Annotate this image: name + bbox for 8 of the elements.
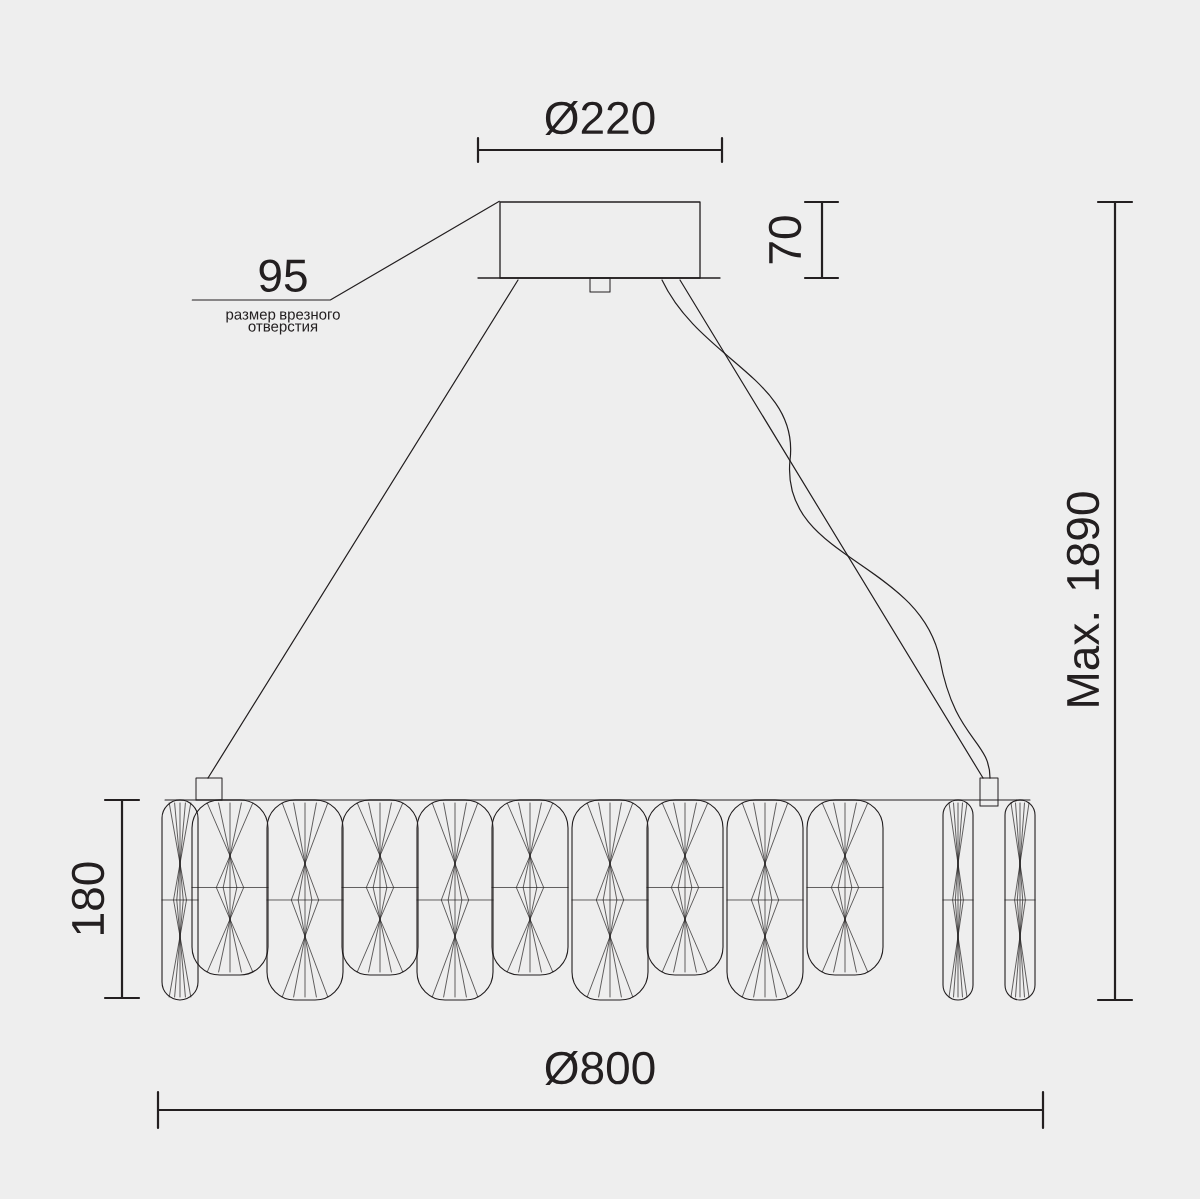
dimension-label: Ø800 bbox=[545, 1050, 655, 1086]
dimension-label: 180 bbox=[71, 862, 105, 934]
dimension-label: Ø220 bbox=[545, 100, 655, 136]
leader-line bbox=[191, 200, 500, 301]
dimension-label: 70 bbox=[768, 216, 802, 264]
dimension-label: Max. 1890 bbox=[1066, 492, 1100, 706]
canopy-box bbox=[499, 201, 701, 279]
callout-text: 95 размер врезного отверстия bbox=[226, 259, 340, 335]
